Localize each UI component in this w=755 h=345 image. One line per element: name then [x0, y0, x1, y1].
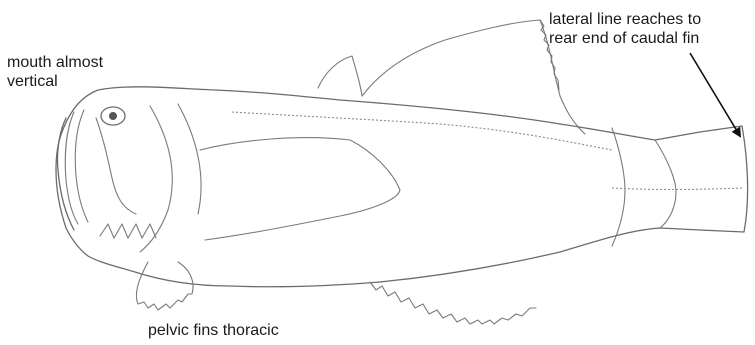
pectoral-fin: [200, 138, 400, 240]
teeth: [100, 224, 156, 238]
mouth-lip-1: [65, 112, 78, 224]
lateral-line-tail: [612, 188, 742, 190]
gill-cover: [140, 106, 172, 252]
caudal-fin: [655, 140, 676, 228]
pelvic-fins-label: pelvic fins thoracic: [148, 321, 279, 340]
lateral-label-line-2: rear end of caudal fin: [549, 29, 701, 48]
caudal-peduncle: [612, 128, 625, 246]
pelvic-fin: [136, 262, 193, 310]
lateral-line-label: lateral line reaches to rear end of caud…: [549, 10, 701, 48]
anal-fin: [370, 282, 536, 324]
mouth-label-line-1: mouth almost: [7, 53, 103, 72]
jaw-line: [96, 118, 136, 214]
mouth-label-line-2: vertical: [7, 72, 103, 91]
first-dorsal-fin: [318, 56, 362, 96]
body-outline: [56, 87, 748, 287]
mouth-lip-2: [75, 110, 88, 222]
mouth-label: mouth almost vertical: [7, 53, 103, 91]
lateral-line-arrow: [690, 53, 740, 136]
pupil: [109, 112, 117, 120]
lateral-line: [232, 112, 612, 150]
lateral-label-line-1: lateral line reaches to: [549, 10, 701, 29]
preopercle: [178, 104, 201, 214]
